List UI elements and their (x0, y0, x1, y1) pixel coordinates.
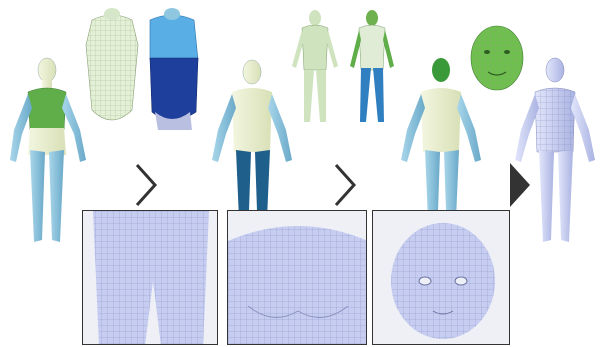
inset-chest (227, 210, 367, 345)
template-body-1 (10, 58, 86, 242)
inset-head (372, 210, 510, 345)
final-mesh-body (515, 58, 595, 242)
arrow-outline-2 (336, 165, 354, 205)
scan-legs-green (292, 10, 338, 122)
scan-legs-blue (350, 10, 394, 122)
scan-head-green (471, 26, 523, 90)
inset-hips (82, 210, 218, 345)
head-region-green (432, 58, 450, 82)
scan-torso-light (86, 8, 138, 120)
arrow-outline-1 (137, 165, 155, 205)
torso-region-green (28, 88, 66, 130)
arrow-filled (510, 163, 530, 207)
scan-torso-blue (150, 8, 198, 130)
